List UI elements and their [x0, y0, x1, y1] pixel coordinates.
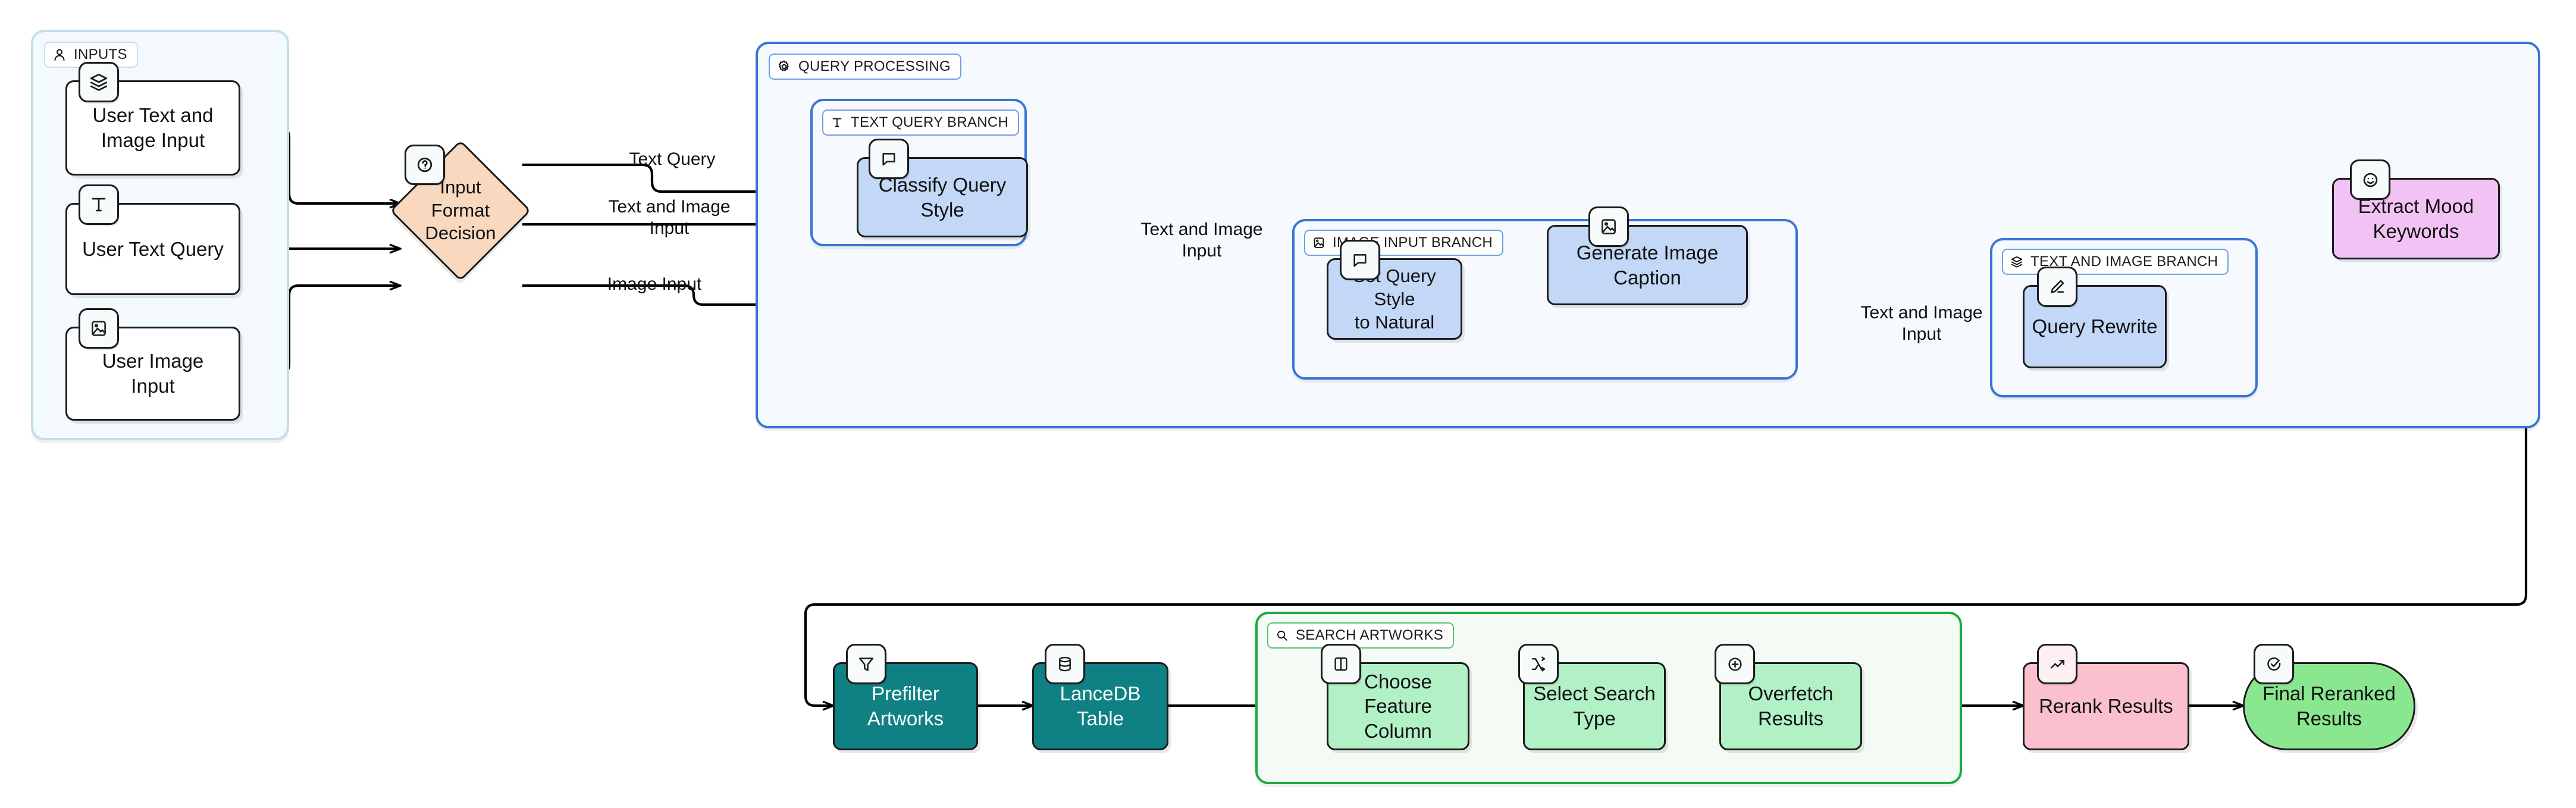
node-label: LanceDB Table — [1060, 682, 1141, 729]
node-label: Extract Mood Keywords — [2358, 195, 2474, 242]
cluster-text-and-image-branch-label-text: TEXT AND IMAGE BRANCH — [2030, 253, 2218, 270]
edge-label-text-and-image-input-1: Text and Image Input — [608, 197, 731, 238]
edge-label-text-query: Text Query — [629, 149, 716, 169]
node-label: User Text and Image Input — [92, 104, 214, 151]
layers-icon — [2010, 255, 2023, 268]
message-icon-badge-classify — [869, 139, 909, 179]
image-icon-badge-generate-caption — [1588, 206, 1629, 247]
node-generate-image-caption[interactable]: Generate Image Caption — [1547, 225, 1748, 305]
node-choose-feature-column[interactable]: Choose Feature Column — [1327, 662, 1469, 750]
text-t-icon — [831, 116, 844, 129]
check-circle-icon-badge-final — [2254, 644, 2294, 684]
database-icon-badge-lancedb — [1045, 644, 1085, 684]
node-label: Rerank Results — [2039, 695, 2173, 718]
node-label: Choose Feature Column — [1364, 670, 1432, 742]
plus-circle-icon-badge-overfetch — [1715, 644, 1755, 684]
node-label: Generate Image Caption — [1576, 241, 1719, 289]
user-icon — [52, 48, 67, 62]
gear-icon — [777, 59, 791, 74]
edge-label-image-input: Image Input — [607, 274, 702, 294]
cluster-text-and-image-branch-label: TEXT AND IMAGE BRANCH — [2002, 249, 2229, 275]
node-classify-query-style[interactable]: Classify Query Style — [857, 157, 1028, 237]
cluster-image-input-branch-label: IMAGE INPUT BRANCH — [1304, 230, 1503, 256]
trend-up-icon-badge-rerank — [2037, 644, 2077, 684]
node-label: Overfetch Results — [1748, 682, 1834, 729]
node-label: Select Search Type — [1533, 682, 1656, 729]
node-user-text-query[interactable]: User Text Query — [65, 203, 240, 295]
cluster-search-artworks-label-text: SEARCH ARTWORKS — [1296, 627, 1444, 643]
cluster-text-query-branch-label: TEXT QUERY BRANCH — [822, 109, 1020, 136]
node-label: Input Format Decision — [425, 177, 496, 244]
node-input-format-decision[interactable]: Input Format Decision — [390, 140, 531, 281]
cluster-search-artworks-label: SEARCH ARTWORKS — [1267, 622, 1455, 649]
node-label: Query Rewrite — [2032, 315, 2158, 338]
cluster-inputs-label-text: INPUTS — [74, 46, 127, 62]
image-icon-badge-user-image-input — [79, 308, 119, 349]
layers-icon-badge-user-text-image — [79, 62, 119, 102]
node-final-reranked-results[interactable]: Final Reranked Results — [2243, 662, 2415, 750]
search-icon — [1276, 629, 1289, 642]
node-label: Classify Query Style — [878, 173, 1007, 221]
node-label: Prefilter Artworks — [867, 682, 944, 729]
node-label: Final Reranked Results — [2262, 682, 2396, 729]
edge-label-text-and-image-input-3: Text and Image Input — [1860, 303, 1983, 344]
cluster-query-processing-label: QUERY PROCESSING — [769, 54, 961, 80]
columns-icon-badge-choose-feature — [1321, 644, 1361, 684]
node-user-image-input[interactable]: User Image Input — [65, 327, 240, 421]
question-icon-badge-input-format-decision — [405, 145, 445, 185]
shuffle-icon-badge-select-search — [1518, 644, 1559, 684]
node-label: User Text Query — [82, 237, 224, 260]
node-user-text-and-image-input[interactable]: User Text and Image Input — [65, 80, 240, 176]
node-label: User Image Input — [102, 350, 204, 397]
cluster-query-processing-label-text: QUERY PROCESSING — [798, 58, 951, 74]
pencil-icon-badge-query-rewrite — [2037, 267, 2077, 307]
funnel-icon-badge-prefilter — [846, 644, 886, 684]
smiley-icon-badge-extract-mood — [2350, 159, 2390, 200]
image-icon — [1312, 236, 1325, 249]
message-icon-badge-set-style — [1340, 240, 1380, 280]
cluster-text-query-branch-label-text: TEXT QUERY BRANCH — [851, 114, 1009, 130]
text-t-icon-badge-user-text-query — [79, 184, 119, 225]
edge-label-text-and-image-input-2: Text and Image Input — [1140, 220, 1263, 261]
